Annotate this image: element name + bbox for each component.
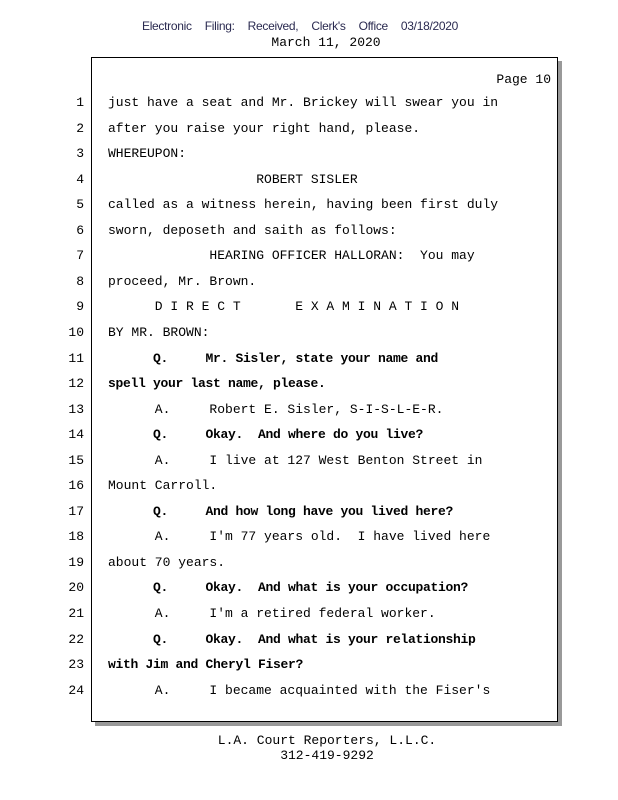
filing-stamp: Electronic Filing: Received, Clerk's Off… <box>141 19 458 33</box>
line-text: WHEREUPON: <box>108 146 187 162</box>
transcript-line: 14 Q. Okay. And where do you live? <box>0 427 618 447</box>
transcript-line: 17 Q. And how long have you lived here? <box>0 504 618 524</box>
line-number: 20 <box>68 580 84 596</box>
line-number: 12 <box>68 376 84 392</box>
line-text: after you raise your right hand, please. <box>108 120 421 136</box>
line-text: D I R E C T E X A M I N A T I O N <box>108 299 460 315</box>
transcript-line: 9 D I R E C T E X A M I N A T I O N <box>0 299 618 319</box>
transcript-line: 21 A. I'm a retired federal worker. <box>0 606 618 626</box>
line-number: 22 <box>68 631 84 647</box>
transcript-line: 7 HEARING OFFICER HALLORAN: You may <box>0 248 618 268</box>
line-text: Mount Carroll. <box>108 478 218 494</box>
transcript-line: 10 BY MR. BROWN: <box>0 325 618 345</box>
hearing-date: March 11, 2020 <box>271 35 381 50</box>
transcript-line: 6 sworn, deposeth and saith as follows: <box>0 223 618 243</box>
line-number: 4 <box>76 171 84 187</box>
transcript-line: 8 proceed, Mr. Brown. <box>0 274 618 294</box>
line-text: ROBERT SISLER <box>108 171 358 187</box>
transcript-line: 11 Q. Mr. Sisler, state your name and <box>0 351 618 371</box>
line-text: Q. Okay. And what is your relationship <box>108 631 476 647</box>
transcript-line: 24 A. I became acquainted with the Fiser… <box>0 683 618 703</box>
line-text: Q. Okay. And where do you live? <box>108 427 424 443</box>
line-text: Q. Okay. And what is your occupation? <box>108 580 469 596</box>
line-number: 17 <box>68 503 84 519</box>
line-text: sworn, deposeth and saith as follows: <box>108 222 397 238</box>
transcript-box: Page 10 <box>91 57 558 722</box>
line-number: 14 <box>68 427 84 443</box>
line-text: BY MR. BROWN: <box>108 324 210 340</box>
line-number: 7 <box>76 248 84 264</box>
line-number: 21 <box>68 606 84 621</box>
page-number: Page 10 <box>496 72 551 87</box>
line-number: 10 <box>68 324 84 340</box>
line-number: 8 <box>76 273 84 289</box>
line-number: 18 <box>68 529 84 545</box>
line-text: Q. And how long have you lived here? <box>108 503 454 519</box>
transcript-line: 3 WHEREUPON: <box>0 146 618 166</box>
transcript-line: 2 after you raise your right hand, please… <box>0 121 618 141</box>
transcript-line: 15 A. I live at 127 West Benton Street i… <box>0 453 618 473</box>
transcript-line: 16 Mount Carroll. <box>0 478 618 498</box>
line-number: 13 <box>68 401 84 417</box>
line-number: 1 <box>76 95 84 110</box>
line-number: 15 <box>68 452 84 468</box>
line-number: 2 <box>76 120 84 136</box>
line-number: 5 <box>76 197 84 213</box>
transcript-line: 4 ROBERT SISLER <box>0 172 618 192</box>
line-text: A. I live at 127 West Benton Street in <box>108 452 483 468</box>
transcript-line: 22 Q. Okay. And what is your relationshi… <box>0 632 618 652</box>
transcript-line: 20 Q. Okay. And what is your occupation? <box>0 580 618 600</box>
footer-phone: 312-419-9292 <box>280 748 374 763</box>
transcript-line: 12 spell your last name, please. <box>0 376 618 396</box>
line-number: 9 <box>76 299 84 315</box>
line-number: 6 <box>76 222 84 238</box>
line-number: 11 <box>68 350 84 366</box>
line-text: spell your last name, please. <box>108 376 326 392</box>
line-number: 16 <box>68 478 84 494</box>
line-number: 19 <box>68 554 84 570</box>
transcript-line: 5 called as a witness herein, having been… <box>0 197 618 217</box>
line-text: Q. Mr. Sisler, state your name and <box>108 350 439 366</box>
footer-company: L.A. Court Reporters, L.L.C. <box>217 733 437 748</box>
line-text: just have a seat and Mr. Brickey will sw… <box>108 95 499 110</box>
transcript-line: 13 A. Robert E. Sisler, S-I-S-L-E-R. <box>0 402 618 422</box>
line-text: called as a witness herein, having been … <box>108 197 499 213</box>
line-text: A. Robert E. Sisler, S-I-S-L-E-R. <box>108 401 444 417</box>
line-text: about 70 years. <box>108 554 226 570</box>
line-text: proceed, Mr. Brown. <box>108 273 257 289</box>
transcript-line: 18 A. I'm 77 years old. I have lived her… <box>0 529 618 549</box>
line-number: 23 <box>68 657 84 673</box>
line-number: 3 <box>76 146 84 162</box>
line-text: A. I'm 77 years old. I have lived here <box>108 529 491 545</box>
line-text: with Jim and Cheryl Fiser? <box>108 657 304 673</box>
transcript-line: 19 about 70 years. <box>0 555 618 575</box>
line-text: A. I became acquainted with the Fiser's <box>108 682 491 698</box>
transcript-line: 1 just have a seat and Mr. Brickey will s… <box>0 95 618 115</box>
line-number: 24 <box>68 682 84 698</box>
line-text: A. I'm a retired federal worker. <box>108 606 436 621</box>
line-text: HEARING OFFICER HALLORAN: You may <box>108 248 475 264</box>
transcript-line: 23 with Jim and Cheryl Fiser? <box>0 657 618 677</box>
